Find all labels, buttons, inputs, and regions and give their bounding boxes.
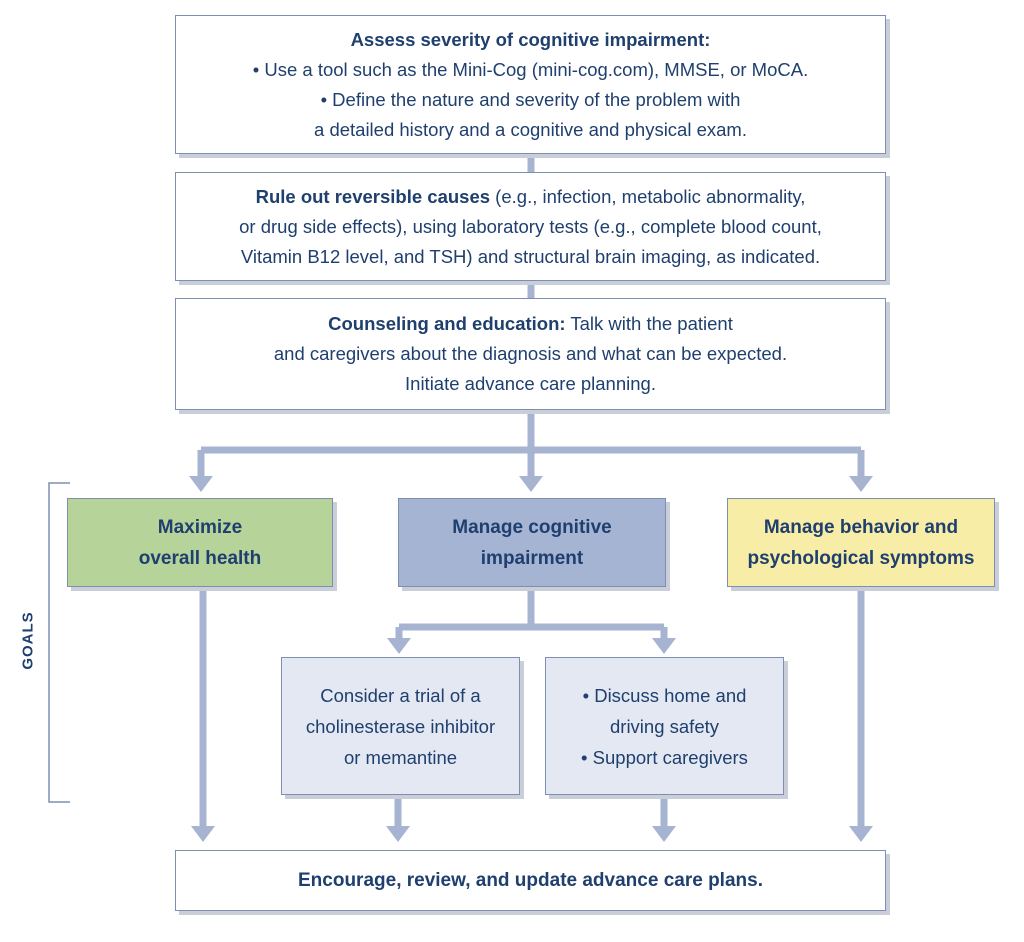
trial-line-3: or memantine: [343, 746, 458, 768]
arrowhead-goal-cognitive: [519, 476, 543, 492]
trial-line-2: cholinesterase inhibitor: [305, 715, 496, 737]
counseling-box: Counseling and education: Talk with the …: [175, 298, 886, 410]
counseling-line-1-rest: Talk with the patient: [565, 313, 733, 334]
goals-label-text: GOALS: [19, 610, 37, 670]
counseling-line-3: Initiate advance care planning.: [405, 373, 656, 394]
arrowhead-trial: [387, 638, 411, 654]
advance-care-plans-box: Encourage, review, and update advance ca…: [175, 850, 886, 911]
goals-label: GOALS: [17, 600, 39, 680]
assess-define-text: • Define the nature and severity of the …: [320, 88, 741, 110]
arrowhead-goal-health: [189, 476, 213, 492]
arrowhead-final-safety: [652, 826, 676, 842]
goal-health-line-1: Maximize: [157, 516, 243, 538]
assess-severity-box: Assess severity of cognitive impairment:…: [175, 15, 886, 154]
assess-tools-text: • Use a tool such as the Mini-Cog (mini-…: [252, 58, 809, 80]
arrowhead-final-behavior: [849, 826, 873, 842]
arrowhead-final-trial: [386, 826, 410, 842]
advance-care-plans-text: Encourage, review, and update advance ca…: [298, 869, 763, 891]
rule-out-line-2: or drug side effects), using laboratory …: [239, 215, 822, 237]
goal-behavior-line-1: Manage behavior and: [763, 516, 959, 538]
safety-line-3: • Support caregivers: [581, 746, 748, 768]
assess-history-text: a detailed history and a cognitive and p…: [314, 118, 747, 140]
goal-cognitive-line-1: Manage cognitive: [452, 516, 612, 538]
rule-out-line-1-rest: (e.g., infection, metabolic abnormality,: [490, 185, 806, 207]
goal-manage-cognitive-box: Manage cognitive impairment: [398, 498, 666, 587]
assess-title: Assess severity of cognitive impairment:: [350, 28, 711, 50]
arrowhead-goal-behavior: [849, 476, 873, 492]
rule-out-heading: Rule out reversible causes: [255, 185, 491, 207]
safety-line-2: driving safety: [610, 715, 719, 737]
goal-maximize-health-box: Maximize overall health: [67, 498, 333, 587]
rule-out-line-1: Rule out reversible causes (e.g., infect…: [256, 182, 806, 212]
goal-health-line-2: overall health: [138, 547, 262, 569]
goals-bracket: [48, 482, 70, 803]
arrowhead-safety: [652, 638, 676, 654]
goal-cognitive-line-2: impairment: [480, 547, 584, 569]
safety-support-box: • Discuss home and driving safety • Supp…: [545, 657, 784, 795]
goal-behavior-line-2: psychological symptoms: [747, 547, 975, 569]
trial-medication-box: Consider a trial of a cholinesterase inh…: [281, 657, 520, 795]
counseling-line-1: Counseling and education: Talk with the …: [328, 309, 733, 339]
trial-line-1: Consider a trial of a: [320, 684, 481, 706]
safety-line-1: • Discuss home and: [582, 684, 747, 706]
counseling-heading: Counseling and education:: [328, 313, 566, 334]
rule-out-causes-box: Rule out reversible causes (e.g., infect…: [175, 172, 886, 281]
goal-manage-behavior-box: Manage behavior and psychological sympto…: [727, 498, 995, 587]
rule-out-line-3: Vitamin B12 level, and TSH) and structur…: [240, 245, 821, 267]
counseling-line-2: and caregivers about the diagnosis and w…: [273, 343, 788, 364]
arrowhead-final-health: [191, 826, 215, 842]
